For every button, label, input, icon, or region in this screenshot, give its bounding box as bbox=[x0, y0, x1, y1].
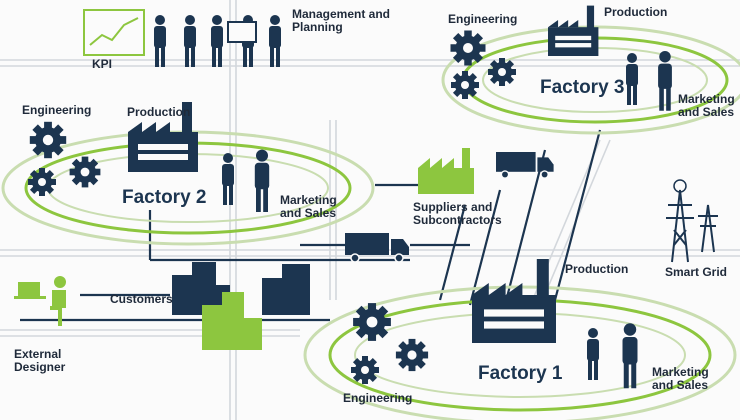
factory-1-title: Factory 1 bbox=[478, 363, 563, 384]
factory-3-marketing-line2: and Sales bbox=[678, 105, 735, 119]
factory-3-gears-icon bbox=[450, 30, 516, 99]
factory-2-marketing-line2: and Sales bbox=[280, 206, 337, 220]
designer-line2: Designer bbox=[14, 360, 66, 374]
factory-2-marketing-icon bbox=[222, 149, 270, 212]
smart-grid-label: Smart Grid bbox=[665, 265, 728, 279]
factory-2-marketing-label: Marketing and Sales bbox=[280, 194, 337, 220]
factory-3-marketing-label: Marketing and Sales bbox=[678, 93, 735, 119]
factory-3-title: Factory 3 bbox=[540, 77, 625, 98]
management-label: Management and Planning bbox=[292, 8, 390, 34]
factory-2-production-label: Production bbox=[127, 105, 191, 119]
factory-3-production-label: Production bbox=[604, 5, 668, 19]
designer-line1: External bbox=[14, 347, 62, 361]
factory-3-production-icon bbox=[548, 5, 599, 57]
factory-2-marketing-line1: Marketing bbox=[280, 193, 337, 207]
factory-2-engineering-label: Engineering bbox=[22, 103, 92, 117]
factory-3-engineering-label: Engineering bbox=[448, 12, 518, 26]
factory-1-marketing-line2: and Sales bbox=[652, 378, 709, 392]
factory-3-marketing-line1: Marketing bbox=[678, 92, 735, 106]
customers-label: Customers bbox=[110, 292, 173, 306]
factory-1-production-label: Production bbox=[565, 262, 629, 276]
smart-grid-icon bbox=[666, 179, 718, 263]
suppliers-line2: Subcontractors bbox=[413, 213, 502, 227]
factory-1-marketing-icon bbox=[587, 323, 638, 389]
customer-buildings-icon bbox=[172, 262, 310, 350]
truck-icon-middle bbox=[344, 232, 410, 263]
connection-lines bbox=[20, 129, 602, 322]
factory-2-title: Factory 2 bbox=[122, 187, 207, 208]
management-line2: Planning bbox=[292, 20, 343, 34]
truck-icon-top bbox=[495, 151, 555, 179]
management-people-icon bbox=[154, 15, 281, 67]
suppliers-label: Suppliers and Subcontractors bbox=[413, 201, 502, 227]
factory-1-marketing-label: Marketing and Sales bbox=[652, 366, 709, 392]
external-designer-icon bbox=[14, 276, 66, 326]
factory-1-engineering-label: Engineering bbox=[343, 391, 413, 405]
external-designer-label: External Designer bbox=[14, 348, 65, 374]
suppliers-line1: Suppliers and bbox=[413, 200, 493, 214]
suppliers-factory-icon bbox=[418, 148, 474, 194]
kpi-label: KPI bbox=[92, 57, 113, 71]
kpi-chart-icon bbox=[83, 9, 145, 56]
management-line1: Management and bbox=[292, 7, 391, 21]
factory-1-marketing-line1: Marketing bbox=[652, 365, 709, 379]
